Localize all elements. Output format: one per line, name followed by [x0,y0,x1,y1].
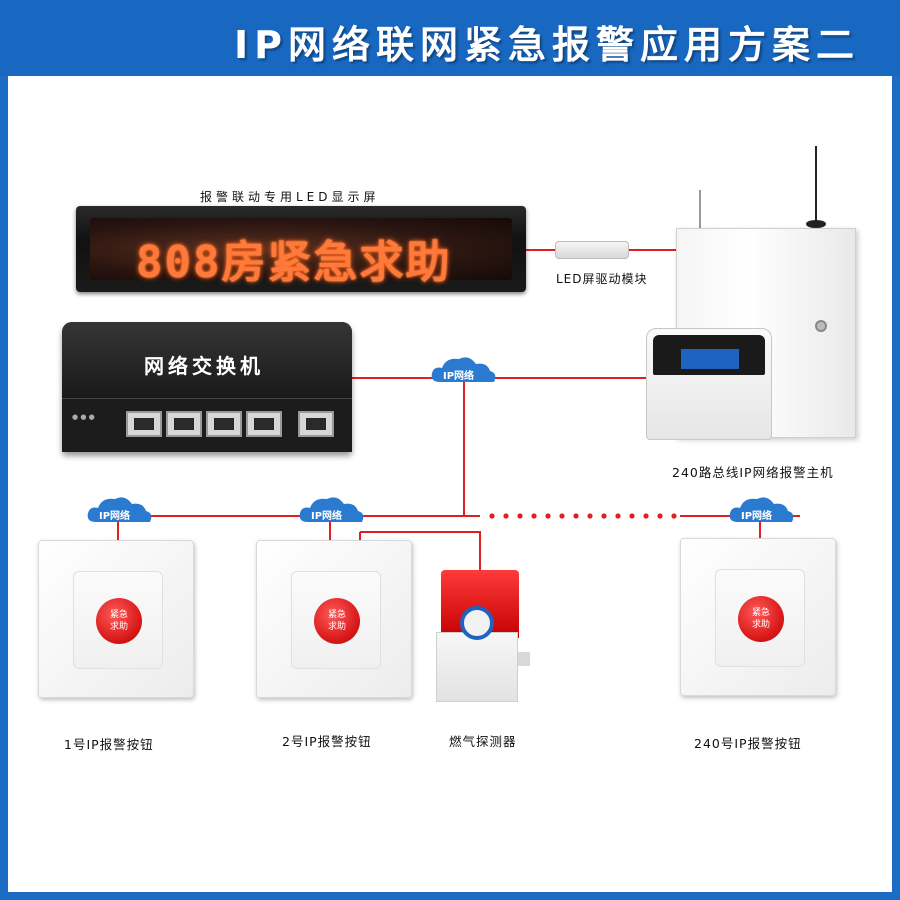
alarm-host-label: 240路总线IP网络报警主机 [672,465,834,480]
alarm-button-1: 紧急求助 [38,540,194,698]
cloud-label: IP网络 [741,511,773,522]
alarm-button-240: 紧急求助 [680,538,836,696]
button-inner-frame: 紧急求助 [715,569,805,667]
cloud-badge-240: IP网络 [726,494,798,524]
cloud-label: IP网络 [311,511,343,522]
cloud-icon [299,497,364,522]
led-display: 808房紧急求助 [76,206,526,292]
led-module-label: LED屏驱动模块 [556,272,648,286]
ethernet-port-3 [206,411,242,437]
alarm-button-2: 紧急求助 [256,540,412,698]
header-bar: IP网络联网紧急报警应用方案二 [0,0,900,76]
cloud-icon [431,357,496,382]
keypad-screen [681,349,739,369]
button-inner-frame: 紧急求助 [291,571,381,669]
cloud-label: IP网络 [443,371,475,382]
lock-icon [815,320,827,332]
button-1-label: 1号IP报警按钮 [64,737,154,752]
bus-dots [489,513,677,519]
cloud-badge-center: IP网络 [428,354,500,384]
led-display-text: 808房紧急求助 [136,237,452,288]
cloud-badge-1: IP网络 [84,494,156,524]
cloud-badge-2: IP网络 [296,494,368,524]
ethernet-port-1 [126,411,162,437]
button-inner-frame: 紧急求助 [73,571,163,669]
led-screen [90,218,512,280]
switch-label: 网络交换机 [144,354,264,378]
status-leds: ● ● ● [72,413,95,421]
emergency-button[interactable]: 紧急求助 [314,598,360,644]
detector-dial [460,606,494,640]
gas-detector-body [436,632,518,702]
detector-connector [518,652,530,666]
led-driver-module [555,241,629,259]
uplink-port [298,411,334,437]
cloud-icon [87,497,152,522]
detector-wire [360,531,481,572]
ethernet-port-2 [166,411,202,437]
cloud-icon [729,497,794,522]
network-switch: 网络交换机 ● ● ● [62,322,352,452]
led-display-label: 报警联动专用LED显示屏 [200,190,380,204]
alarm-keypad [646,328,772,440]
cloud-label: IP网络 [99,511,131,522]
gas-detector-label: 燃气探测器 [449,734,517,749]
keypad-head [653,335,765,375]
ethernet-port-4 [246,411,282,437]
switch-front-panel: ● ● ● [62,398,352,452]
emergency-button[interactable]: 紧急求助 [96,598,142,644]
page-title: IP网络联网紧急报警应用方案二 [234,23,860,67]
button-240-label: 240号IP报警按钮 [694,736,802,751]
button-2-label: 2号IP报警按钮 [282,734,372,749]
antenna-icon [806,146,826,228]
switch-top [62,322,352,398]
emergency-button[interactable]: 紧急求助 [738,596,784,642]
